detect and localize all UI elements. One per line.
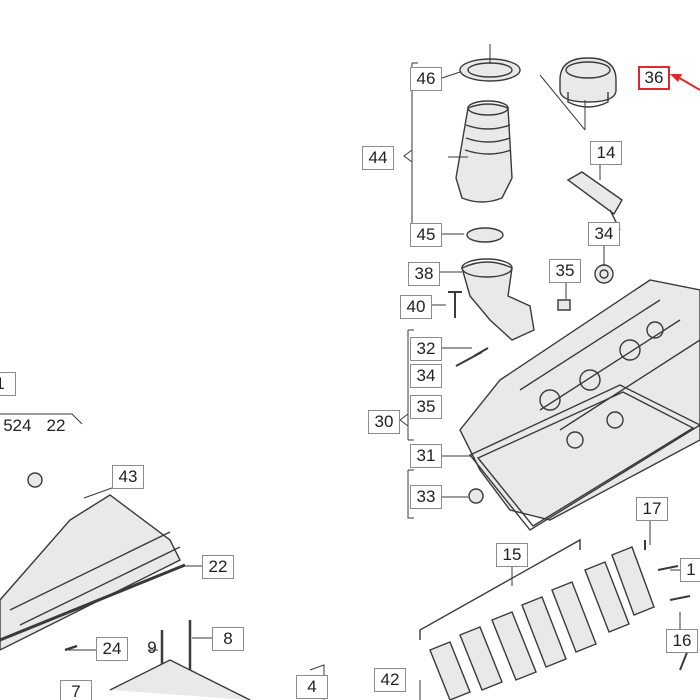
- part-31-gasket: [468, 384, 700, 531]
- part-38-elbow: [461, 261, 535, 341]
- part-14-sensor: [566, 171, 623, 216]
- callout-40: 40: [400, 295, 432, 319]
- callout-16: 16: [666, 629, 698, 653]
- callout-34-group: 34: [410, 364, 442, 388]
- callout-30: 30: [368, 410, 400, 434]
- part-44-hose: [455, 103, 513, 203]
- callout-32: 32: [410, 337, 442, 361]
- callout-7: 7: [60, 680, 92, 700]
- callout-46: 46: [410, 67, 442, 91]
- callout-8: 8: [212, 627, 244, 651]
- callout-44: 44: [362, 146, 394, 170]
- callout-1: 1: [680, 558, 700, 582]
- part-40-bolt: [448, 291, 462, 318]
- callout-36-highlighted[interactable]: 36: [638, 66, 670, 90]
- callout-45: 45: [410, 223, 442, 247]
- part-33-seal: [468, 488, 484, 504]
- callout-43: 43: [112, 465, 144, 489]
- part-22-left-cover: [0, 494, 181, 651]
- callout-1-partial: 1: [0, 372, 16, 396]
- callout-38: 38: [408, 262, 440, 286]
- part-34-grommet: [594, 264, 614, 284]
- highlight-arrow: [670, 74, 700, 91]
- callout-34: 34: [588, 222, 620, 246]
- part-45-o-ring: [466, 227, 504, 243]
- callout-31: 31: [410, 444, 442, 468]
- callout-17: 17: [636, 497, 668, 521]
- part-35-nut: [557, 299, 571, 311]
- callout-42: 42: [374, 668, 406, 692]
- callout-22: 22: [202, 555, 234, 579]
- part-32-bolt: [455, 347, 489, 367]
- callout-15: 15: [496, 543, 528, 567]
- callout-35-group: 35: [410, 395, 442, 419]
- callout-24-top: 24: [12, 416, 32, 435]
- callout-35: 35: [549, 259, 581, 283]
- callout-22-top: 22: [46, 416, 66, 435]
- callout-4: 4: [296, 675, 328, 699]
- callout-14: 14: [590, 141, 622, 165]
- part-15-rocker-set: [429, 546, 655, 700]
- part-drawings: [0, 57, 700, 700]
- callout-5-partial: 5: [3, 416, 13, 435]
- part-36-cap: [559, 57, 617, 103]
- callout-9: 9: [147, 638, 157, 657]
- callout-33: 33: [410, 485, 442, 509]
- callout-24: 24: [96, 637, 128, 661]
